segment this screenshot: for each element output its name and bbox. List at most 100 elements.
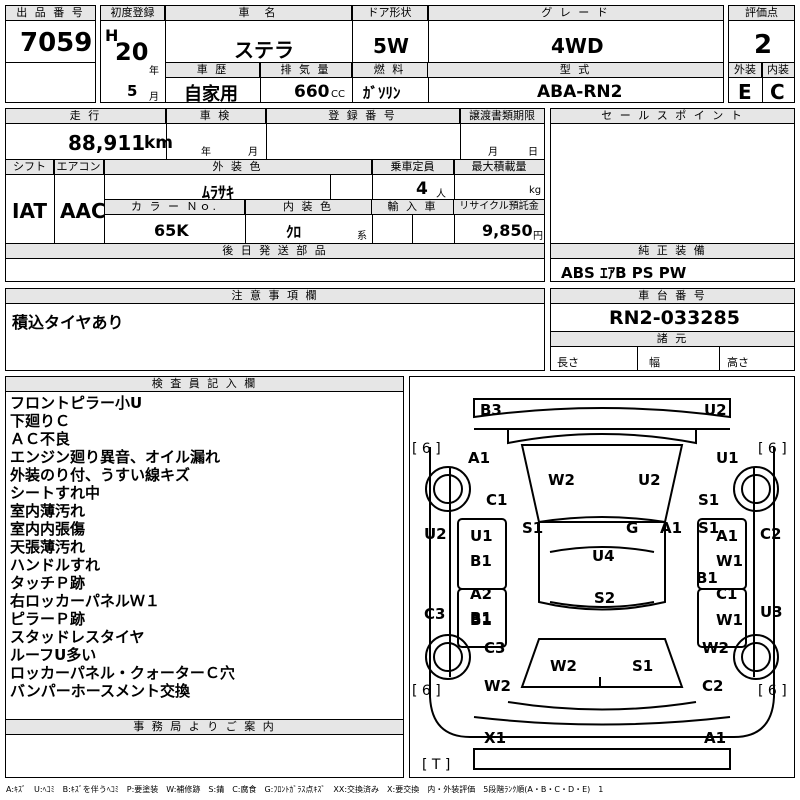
capacity-unit: 人 bbox=[436, 189, 446, 200]
damage-mark: C1 bbox=[716, 585, 738, 603]
damage-mark: X1 bbox=[484, 729, 507, 747]
inspector-remark: ＡＣ不良 bbox=[10, 430, 71, 448]
inspector-remark: 天張薄汚れ bbox=[10, 538, 86, 556]
inspector-header: 検 査 員 記 入 欄 bbox=[6, 377, 403, 392]
spare-tire: [ T ] bbox=[422, 757, 451, 773]
tire-depth-fl: [ 6 ] bbox=[412, 441, 441, 457]
inspector-remark: バンパーホースメント交換 bbox=[10, 682, 191, 700]
score-box: 評価点 2 外装 内装 E C bbox=[728, 5, 795, 104]
damage-mark: U1 bbox=[470, 527, 493, 545]
reg-year: 20 bbox=[115, 38, 149, 66]
inspector-remark: ロッカーパネル・クォーターＣ穴 bbox=[10, 664, 235, 682]
lot-number-box: 出 品 番 号 7059 bbox=[5, 5, 96, 103]
aircon: AAC bbox=[60, 199, 106, 223]
damage-mark: S2 bbox=[594, 589, 616, 607]
inspector-remark: 外装のり付、うすい線キズ bbox=[10, 466, 191, 484]
tire-depth-rr: [ 6 ] bbox=[758, 683, 787, 699]
inspection-header: 車 検 bbox=[166, 109, 266, 124]
main-spec-box: 初度登録 車 名 ドア形状 グ レ ー ド H 20 年 ステラ 5W 4WD … bbox=[100, 5, 724, 105]
damage-mark: G bbox=[626, 519, 639, 537]
kei-unit: 系 bbox=[357, 231, 367, 242]
history: 自家用 bbox=[184, 84, 238, 105]
color-no: 65K bbox=[154, 221, 189, 240]
reg-no-header: 登 録 番 号 bbox=[266, 109, 460, 124]
capacity: 4 bbox=[416, 179, 428, 199]
car-name: ステラ bbox=[234, 38, 294, 62]
shift: IAT bbox=[12, 199, 48, 223]
inspector-remark: タッチＰ跡 bbox=[10, 574, 86, 592]
damage-mark: A2 bbox=[470, 585, 493, 603]
damage-mark: C2 bbox=[760, 525, 782, 543]
fuel-header: 燃 料 bbox=[352, 63, 428, 78]
lot-number: 7059 bbox=[20, 28, 93, 58]
damage-mark: W2 bbox=[548, 471, 575, 489]
ext-grade: E bbox=[738, 80, 752, 104]
inspector-remark: スタッドレスタイヤ bbox=[10, 628, 145, 646]
damage-mark: C2 bbox=[702, 677, 724, 695]
transfer-doc-header: 譲渡書類期限 bbox=[460, 109, 544, 124]
chassis-number: RN2-033285 bbox=[609, 307, 740, 329]
model-code-header: 型 式 bbox=[428, 63, 723, 78]
height-label: 高さ bbox=[727, 356, 749, 369]
damage-mark: A1 bbox=[716, 527, 739, 545]
color-no-header: カ ラ ー Ｎｏ. bbox=[105, 200, 245, 215]
recycle-header: リサイクル預託金 bbox=[454, 200, 544, 215]
later-parts-header: 後 日 発 送 部 品 bbox=[6, 244, 544, 259]
legend: A:ｷｽﾞ U:ﾍｺﾐ B:ｷｽﾞを伴うﾍｺﾐ P:要塗装 W:補修跡 S:錆 … bbox=[6, 785, 604, 794]
import-header: 輸 入 車 bbox=[372, 200, 454, 215]
first-reg-header: 初度登録 bbox=[101, 6, 165, 21]
damage-mark: A1 bbox=[468, 449, 491, 467]
ext-grade-header: 外装 bbox=[729, 63, 762, 78]
km-unit: km bbox=[144, 133, 174, 153]
damage-mark: A1 bbox=[660, 519, 683, 537]
inspector-remark: ピラーＰ跡 bbox=[10, 610, 86, 628]
damage-mark: S1 bbox=[698, 519, 720, 537]
mileage: 88,911 bbox=[68, 131, 146, 155]
damage-mark: W2 bbox=[484, 677, 511, 695]
damage-mark: W1 bbox=[716, 552, 743, 570]
tire-depth-fr: [ 6 ] bbox=[758, 441, 787, 457]
damage-mark: U2 bbox=[704, 401, 727, 419]
tire-depth-rl: [ 6 ] bbox=[412, 683, 441, 699]
length-label: 長さ bbox=[557, 356, 579, 369]
grade-header: グ レ ー ド bbox=[428, 6, 723, 21]
chassis-header: 車 台 番 号 bbox=[551, 289, 794, 304]
damage-mark: U3 bbox=[760, 603, 783, 621]
office-header: 事 務 局 よ り ご 案 内 bbox=[6, 720, 403, 735]
inspector-remark: ルーフU多い bbox=[10, 646, 97, 664]
inspector-remark: 室内薄汚れ bbox=[10, 502, 86, 520]
month-unit: 月 bbox=[149, 92, 159, 103]
door-type: 5W bbox=[373, 34, 409, 58]
displacement: 660 bbox=[294, 82, 330, 102]
displacement-header: 排 気 量 bbox=[260, 63, 352, 78]
damage-mark: U1 bbox=[716, 449, 739, 467]
damage-mark: B1 bbox=[470, 552, 492, 570]
aircon-header: エアコン bbox=[54, 160, 104, 175]
mileage-box: 走 行 車 検 登 録 番 号 譲渡書類期限 88,911 km 年 月 月 日… bbox=[5, 108, 545, 282]
max-load-header: 最大積載量 bbox=[454, 160, 544, 175]
year-unit: 年 bbox=[149, 66, 159, 77]
car-name-header: 車 名 bbox=[165, 6, 352, 21]
model-code: ABA-RN2 bbox=[537, 82, 623, 102]
lot-number-header: 出 品 番 号 bbox=[6, 6, 95, 21]
damage-mark: W1 bbox=[716, 611, 743, 629]
damage-mark: U2 bbox=[424, 525, 447, 543]
int-color-header: 内 装 色 bbox=[245, 200, 372, 215]
sales-point-box: セ ー ル ス ポ イ ン ト 純 正 装 備 ABS ｴｱB PS PW bbox=[550, 108, 795, 282]
doc-day: 日 bbox=[528, 147, 538, 158]
mileage-header: 走 行 bbox=[6, 109, 166, 124]
notes-box: 注 意 事 項 欄 積込タイヤあり bbox=[5, 288, 545, 371]
era: H bbox=[105, 26, 119, 45]
yen-unit: 円 bbox=[533, 231, 543, 242]
damage-mark: U4 bbox=[592, 547, 615, 565]
capacity-header: 乗車定員 bbox=[372, 160, 454, 175]
inspector-remark: 下廻りＣ bbox=[10, 412, 71, 430]
int-grade: C bbox=[770, 80, 785, 104]
damage-mark: S1 bbox=[632, 657, 654, 675]
reg-month: 5 bbox=[127, 82, 138, 100]
inspector-remark: 右ロッカーパネルＷ１ bbox=[10, 592, 160, 610]
inspection-year: 年 bbox=[201, 147, 211, 158]
damage-mark: C3 bbox=[424, 605, 446, 623]
kg-unit: kg bbox=[529, 185, 542, 196]
